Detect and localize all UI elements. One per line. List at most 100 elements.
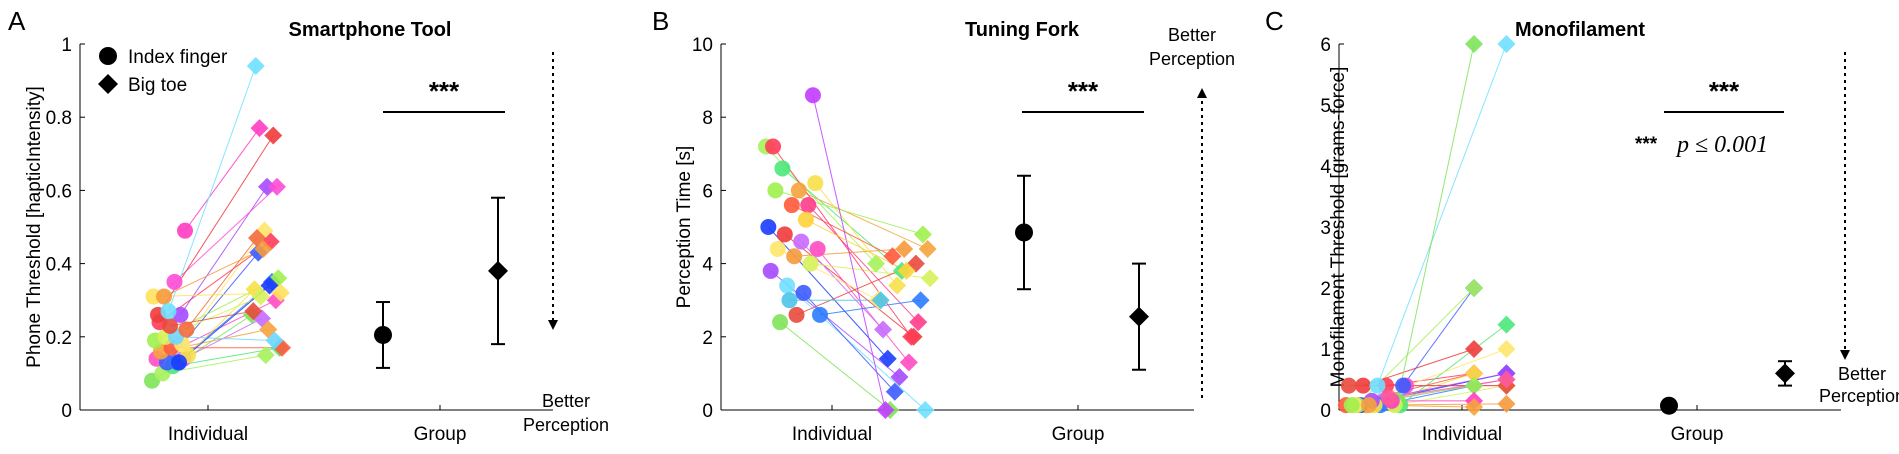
- individual-finger-point: [1360, 397, 1377, 414]
- y-tick-label: 0: [1320, 401, 1331, 422]
- significance-legend-stars: ***: [1635, 134, 1658, 155]
- y-tick-label: 0: [702, 401, 713, 422]
- y-axis-label: Monofilament Threshold [grams-force]: [1328, 67, 1349, 388]
- significance-stars: ***: [1709, 76, 1740, 106]
- legend-label: Big toe: [128, 75, 187, 96]
- y-tick-label: 4: [1320, 157, 1331, 178]
- y-tick-label: 2: [702, 328, 713, 349]
- individual-toe-point: [902, 327, 921, 346]
- x-tick-label: Individual: [168, 424, 248, 445]
- x-tick-label: Group: [1671, 424, 1724, 445]
- individual-finger-point: [793, 233, 810, 250]
- individual-line: [767, 226, 889, 360]
- significance-stars: ***: [429, 76, 460, 106]
- group-toe-mean: [488, 260, 508, 281]
- individual-line: [786, 285, 926, 411]
- individual-line: [817, 248, 910, 363]
- group-toe-mean: [1129, 306, 1149, 327]
- individual-toe-point: [1497, 340, 1516, 358]
- y-axis-label: Phone Threshold [hapticIntensity]: [24, 86, 45, 368]
- individual-finger-point: [774, 160, 791, 177]
- individual-finger-point: [786, 248, 803, 265]
- individual-toe-point: [256, 346, 275, 365]
- individual-toe-point: [1497, 370, 1516, 389]
- y-tick-label: 1: [1320, 340, 1331, 361]
- individual-toe-point: [1465, 279, 1483, 297]
- individual-toe-point: [876, 401, 895, 419]
- individual-toe-point: [1465, 364, 1483, 383]
- individual-toe-point: [897, 261, 916, 280]
- perception-arrow-label: Better: [1168, 25, 1216, 45]
- y-tick-label: 6: [1320, 35, 1331, 56]
- individual-finger-point: [781, 292, 798, 309]
- panel-letter: A: [8, 6, 26, 36]
- individual-toe-point: [268, 177, 286, 196]
- group-toe-mean: [1775, 363, 1795, 384]
- individual-finger-point: [797, 211, 814, 228]
- y-tick-label: 0: [61, 401, 72, 422]
- individual-finger-point: [160, 303, 177, 320]
- individual-line: [175, 336, 275, 341]
- individual-finger-point: [177, 222, 193, 239]
- group-finger-mean: [1015, 223, 1033, 242]
- individual-toe-point: [1465, 340, 1483, 358]
- individual-line: [779, 321, 891, 411]
- group-finger-mean: [1660, 396, 1678, 415]
- y-tick-label: 3: [1320, 218, 1331, 239]
- panel-letter: C: [1265, 6, 1284, 36]
- y-tick-label: 0.8: [46, 108, 72, 129]
- individual-finger-point: [772, 314, 789, 331]
- individual-finger-point: [807, 175, 824, 192]
- individual-finger-point: [765, 138, 782, 155]
- individual-toe-point: [258, 177, 276, 196]
- individual-finger-point: [783, 197, 800, 214]
- individual-line: [798, 189, 928, 250]
- individual-finger-point: [769, 240, 786, 257]
- individual-line: [812, 95, 886, 411]
- panel-title: Monofilament: [1515, 19, 1645, 41]
- y-tick-label: 10: [692, 35, 713, 56]
- individual-finger-point: [760, 219, 777, 235]
- y-tick-label: 8: [702, 108, 713, 129]
- individual-line: [1396, 43, 1475, 401]
- individual-toe-point: [890, 368, 909, 387]
- individual-finger-point: [788, 306, 805, 323]
- individual-finger-point: [1380, 389, 1397, 406]
- individual-finger-point: [776, 226, 793, 243]
- individual-finger-point: [767, 182, 784, 199]
- individual-finger-point: [1355, 377, 1372, 394]
- legend-diamond-marker: [98, 74, 118, 94]
- y-tick-label: 0.6: [46, 181, 72, 202]
- individual-finger-point: [166, 273, 183, 290]
- individual-toe-point: [874, 320, 893, 339]
- individual-finger-point: [790, 182, 807, 199]
- individual-toe-point: [878, 349, 897, 368]
- individual-toe-point: [921, 269, 939, 288]
- panel-title: Tuning Fork: [965, 19, 1080, 41]
- individual-finger-point: [1369, 377, 1386, 394]
- individual-line: [814, 182, 898, 286]
- y-tick-label: 0.4: [46, 255, 73, 276]
- y-axis-label: Perception Time [s]: [674, 146, 695, 309]
- panel-title: Smartphone Tool: [289, 19, 452, 41]
- perception-arrow-label: Perception: [1149, 49, 1235, 69]
- group-finger-mean: [374, 325, 392, 344]
- individual-line: [163, 248, 264, 297]
- individual-toe-point: [254, 239, 273, 258]
- x-tick-label: Group: [414, 424, 467, 445]
- individual-line: [772, 146, 912, 338]
- y-tick-label: 6: [702, 181, 713, 202]
- individual-line: [174, 186, 278, 283]
- individual-line: [181, 230, 265, 345]
- individual-line: [186, 237, 258, 330]
- individual-toe-point: [265, 331, 284, 350]
- individual-toe-point: [909, 313, 928, 332]
- individual-toe-point: [271, 283, 290, 302]
- perception-arrow-head: [1197, 88, 1207, 98]
- individual-toe-point: [871, 291, 890, 310]
- individual-finger-point: [172, 306, 189, 323]
- individual-toe-point: [1497, 394, 1516, 413]
- individual-line: [168, 65, 257, 312]
- individual-line: [1376, 43, 1507, 386]
